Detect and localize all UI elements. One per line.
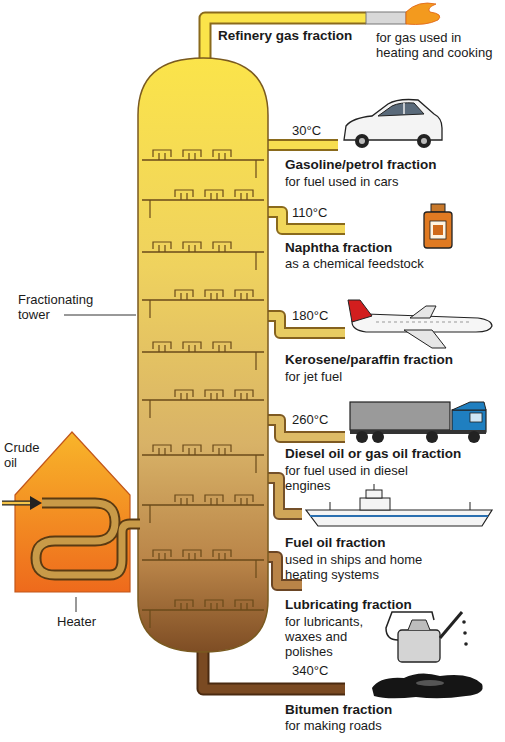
downcomer <box>149 300 150 318</box>
bubble-cap <box>235 190 253 200</box>
downcomer <box>149 200 150 218</box>
part-label: Fractionating tower <box>18 292 110 322</box>
bubble-cap <box>213 550 231 560</box>
temperature: 260°C <box>292 412 328 427</box>
bubble-cap <box>235 495 253 505</box>
fraction-use: for fuel used in cars <box>285 174 398 189</box>
fraction-name: Lubricating fraction <box>285 597 412 612</box>
tray-line <box>142 504 264 505</box>
fraction-name: Kerosene/paraffin fraction <box>285 352 453 367</box>
fraction-use: as a chemical feedstock <box>285 256 424 271</box>
temperature: 340°C <box>292 663 328 678</box>
fraction-use: for gas used in heating and cooking <box>376 30 502 60</box>
bubble-cap <box>153 242 171 252</box>
downcomer <box>255 352 256 370</box>
bubble-cap <box>235 290 253 300</box>
downcomer <box>149 610 150 628</box>
bubble-cap <box>213 445 231 455</box>
bitumen-puddle-icon <box>372 673 483 698</box>
fraction-name: Refinery gas fraction <box>218 28 352 43</box>
part-label: Crude oil <box>4 440 54 470</box>
downcomer <box>149 505 150 523</box>
bubble-cap <box>205 600 223 610</box>
bubble-cap <box>183 342 201 352</box>
ship-icon <box>306 484 492 526</box>
temperature: 30°C <box>292 123 321 138</box>
bubble-cap <box>175 190 193 200</box>
downcomer <box>255 252 256 270</box>
leader-line <box>64 315 136 316</box>
tray-line <box>142 609 264 610</box>
inlet-arrow <box>2 496 42 510</box>
bubble-cap <box>175 600 193 610</box>
leader-line <box>76 597 77 612</box>
bubble-cap <box>183 150 201 160</box>
downcomer <box>255 455 256 473</box>
fraction-name: Naphtha fraction <box>285 240 392 255</box>
tray-line <box>142 454 264 455</box>
bubble-cap <box>153 342 171 352</box>
oil-can-icon <box>386 612 468 662</box>
bubble-cap <box>235 390 253 400</box>
bubble-cap <box>183 550 201 560</box>
fractionating-tower <box>138 58 268 652</box>
fraction-use: for lubricants, waxes and polishes <box>285 614 385 659</box>
tray <box>142 150 264 628</box>
chemical-bottle-icon <box>424 204 452 248</box>
bubble-cap <box>205 495 223 505</box>
bubble-cap <box>213 150 231 160</box>
fraction-use: for fuel used in diesel engines <box>285 463 445 493</box>
bubble-cap <box>213 342 231 352</box>
tray-line <box>142 351 264 352</box>
bubble-cap <box>175 290 193 300</box>
downcomer <box>149 400 150 418</box>
bubble-cap <box>205 190 223 200</box>
pipe <box>205 18 366 60</box>
fraction-name: Bitumen fraction <box>285 702 392 717</box>
tray-line <box>142 399 264 400</box>
bubble-cap <box>235 600 253 610</box>
bubble-cap <box>175 495 193 505</box>
temperature: 110°C <box>292 205 327 220</box>
fraction-name: Gasoline/petrol fraction <box>285 157 437 172</box>
fraction-use: for making roads <box>285 718 382 733</box>
temperature: 180°C <box>292 308 328 323</box>
fraction-use: for jet fuel <box>285 369 342 384</box>
fraction-name: Diesel oil or gas oil fraction <box>285 446 461 461</box>
bubble-cap <box>153 445 171 455</box>
tray-line <box>142 251 264 252</box>
downcomer <box>255 560 256 578</box>
downcomer <box>255 160 256 178</box>
tray-line <box>142 199 264 200</box>
tray-line <box>142 299 264 300</box>
part-label: Heater <box>57 614 96 629</box>
bubble-cap <box>175 390 193 400</box>
bubble-cap <box>205 290 223 300</box>
heater-coil <box>36 503 140 575</box>
bubble-cap <box>153 150 171 160</box>
gas-burner-icon <box>366 3 440 25</box>
fraction-use: used in ships and home heating systems <box>285 552 445 582</box>
car-icon <box>344 100 442 149</box>
tray-line <box>142 559 264 560</box>
bubble-cap <box>183 445 201 455</box>
tray-line <box>142 159 264 160</box>
fraction-name: Fuel oil fraction <box>285 535 386 550</box>
bubble-cap <box>183 242 201 252</box>
bubble-cap <box>213 242 231 252</box>
aeroplane-icon <box>348 300 492 348</box>
bubble-cap <box>153 550 171 560</box>
truck-icon <box>350 402 486 443</box>
bubble-cap <box>205 390 223 400</box>
